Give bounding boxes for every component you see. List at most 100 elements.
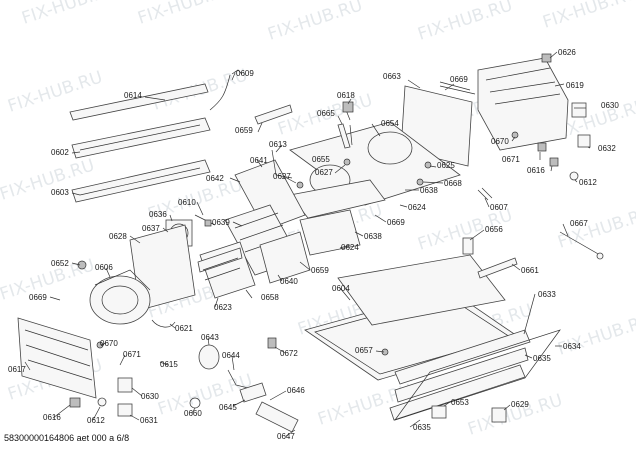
- label-0609: 0609: [236, 69, 254, 78]
- part-frame-0604b: [337, 254, 506, 326]
- label-0606: 0606: [95, 263, 113, 272]
- label-0661: 0661: [521, 266, 539, 275]
- part-rail-0635: [394, 347, 529, 403]
- label-0630b: 0630: [141, 392, 159, 401]
- label-0624b: 0624: [341, 243, 359, 252]
- label-0671b: 0671: [123, 350, 141, 359]
- label-0633: 0633: [538, 290, 556, 299]
- label-0644: 0644: [222, 351, 240, 360]
- leader-lines: [24, 51, 591, 437]
- part-cover-0632: [577, 134, 591, 148]
- watermark-text: FIX-HUB.RU: [19, 0, 119, 29]
- label-0652: 0652: [51, 259, 69, 268]
- label-0646: 0646: [287, 386, 305, 395]
- label-0613: 0613: [269, 140, 287, 149]
- part-0645: [239, 382, 267, 403]
- label-0659b: 0659: [311, 266, 329, 275]
- label-0659a: 0659: [235, 126, 253, 135]
- part-compressor-0654: [367, 131, 413, 165]
- label-0654: 0654: [381, 119, 399, 128]
- label-0658: 0658: [261, 293, 279, 302]
- part-rod-0667: [559, 231, 601, 256]
- part-0670b: [96, 341, 104, 349]
- part-bar-0661: [477, 257, 518, 279]
- label-0604: 0604: [332, 284, 350, 293]
- label-0660: 0660: [184, 409, 202, 418]
- part-0616b: [69, 397, 81, 408]
- watermark-text: FIX-HUB.RU: [265, 0, 365, 45]
- part-0672: [267, 337, 277, 349]
- label-0618: 0618: [337, 91, 355, 100]
- part-panel-0617: [17, 317, 97, 399]
- part-cover-0630: [571, 102, 587, 118]
- part-rail-0602: [71, 117, 211, 159]
- label-0656: 0656: [485, 225, 503, 234]
- label-0637: 0637: [142, 224, 160, 233]
- watermark-text: FIX-HUB.RU: [555, 310, 636, 359]
- label-0635b: 0635: [413, 423, 431, 432]
- label-0627b: 0627: [315, 168, 333, 177]
- part-board-0623: [197, 247, 243, 273]
- label-0665: 0665: [317, 109, 335, 118]
- part-cable-0609: [209, 69, 243, 111]
- label-0610: 0610: [178, 198, 196, 207]
- part-valve-0618: [342, 101, 354, 113]
- label-0669a: 0669: [450, 75, 468, 84]
- label-0657: 0657: [355, 346, 373, 355]
- label-0638b: 0638: [364, 232, 382, 241]
- label-0672: 0672: [280, 349, 298, 358]
- label-0617: 0617: [8, 365, 26, 374]
- label-0627a: 0627: [273, 172, 291, 181]
- part-fan-0606: [89, 275, 151, 325]
- label-0616b: 0616: [43, 413, 61, 422]
- label-0641: 0641: [250, 156, 268, 165]
- part-rail-0614: [69, 83, 209, 121]
- label-0667: 0667: [570, 219, 588, 228]
- label-0645: 0645: [219, 403, 237, 412]
- part-0671: [537, 142, 547, 152]
- label-0668: 0668: [444, 179, 462, 188]
- label-0647: 0647: [277, 432, 295, 441]
- part-0631: [117, 403, 133, 417]
- part-0625: [424, 161, 432, 169]
- part-bracket-0659: [254, 104, 293, 125]
- label-0638a: 0638: [420, 186, 438, 195]
- label-0624a: 0624: [408, 203, 426, 212]
- part-0630b: [117, 377, 133, 393]
- label-0628: 0628: [109, 232, 127, 241]
- label-0615: 0615: [160, 360, 178, 369]
- watermark-text: FIX-HUB.RU: [540, 0, 636, 33]
- watermark-text: FIX-HUB.RU: [155, 370, 255, 419]
- label-0653: 0653: [451, 398, 469, 407]
- label-0607: 0607: [490, 203, 508, 212]
- part-0612: [569, 171, 579, 181]
- label-0634: 0634: [563, 342, 581, 351]
- part-0668: [416, 178, 424, 186]
- part-clip-0621: [151, 319, 176, 328]
- label-0629: 0629: [511, 400, 529, 409]
- label-0602: 0602: [51, 148, 69, 157]
- part-0644: [227, 369, 249, 389]
- diagram-footer-code: 58300000164806 aet 000 a 6/8: [4, 433, 130, 443]
- label-0671a: 0671: [502, 155, 520, 164]
- watermark-text: FIX-HUB.RU: [465, 390, 565, 439]
- label-0616a: 0616: [527, 166, 545, 175]
- label-0669b: 0669: [387, 218, 405, 227]
- label-0619: 0619: [566, 81, 584, 90]
- label-0631: 0631: [140, 416, 158, 425]
- label-0632: 0632: [598, 144, 616, 153]
- part-clip-0626: [541, 53, 552, 63]
- watermark-text: FIX-HUB.RU: [555, 203, 636, 252]
- label-0643: 0643: [201, 333, 219, 342]
- part-bracket-0624: [299, 209, 361, 256]
- part-0670: [511, 131, 519, 139]
- part-0612b: [97, 397, 107, 407]
- label-0669c: 0669: [29, 293, 47, 302]
- label-0670a: 0670: [491, 137, 509, 146]
- label-0639: 0639: [212, 218, 230, 227]
- part-0652: [77, 260, 87, 270]
- watermark-text: FIX-HUB.RU: [415, 0, 515, 45]
- part-0629: [491, 407, 507, 423]
- label-0612a: 0612: [579, 178, 597, 187]
